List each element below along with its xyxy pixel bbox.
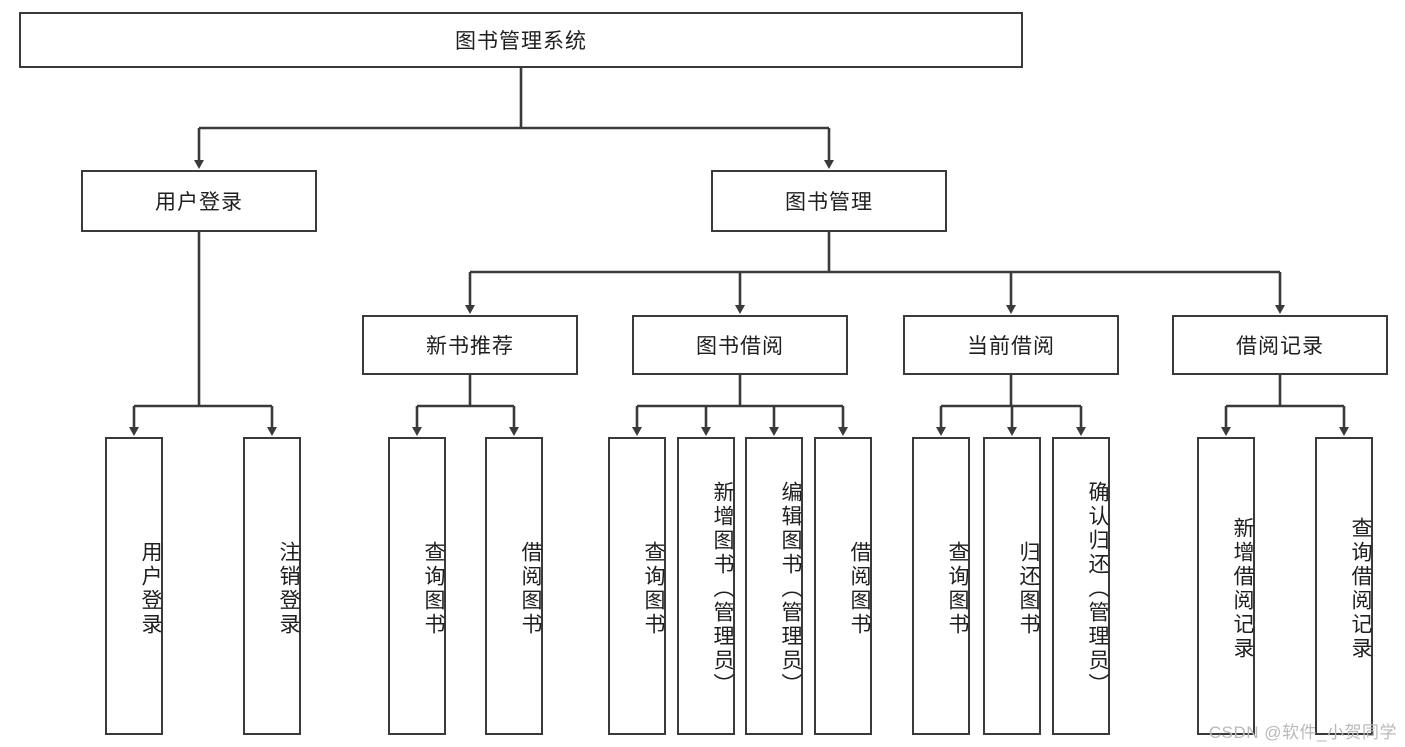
leaf-node-leaf-borrow-book-rec[interactable]: 借阅图书 (485, 437, 543, 735)
branch-node-book-borrow[interactable]: 图书借阅 (632, 315, 848, 375)
leaf-node-leaf-query-record[interactable]: 查询借阅记录 (1315, 437, 1373, 735)
node-label: 图书借阅 (696, 335, 784, 358)
node-label: 借阅图书 (848, 541, 871, 637)
node-label: 查询图书 (946, 541, 969, 637)
leaf-node-leaf-edit-book[interactable]: 编辑图书（管理员） (745, 437, 803, 735)
leaf-node-leaf-query-book-cur[interactable]: 查询图书 (912, 437, 970, 735)
leaf-node-leaf-confirm-return[interactable]: 确认归还（管理员） (1052, 437, 1110, 735)
leaf-node-leaf-add-book[interactable]: 新增图书（管理员） (677, 437, 735, 735)
leaf-node-leaf-query-book-rec[interactable]: 查询图书 (388, 437, 446, 735)
node-label: 新书推荐 (426, 335, 514, 358)
node-label: 图书管理系统 (455, 30, 587, 53)
node-label: 编辑图书（管理员） (779, 481, 802, 697)
csdn-watermark: CSDN @软件_小贺同学 (1208, 723, 1397, 742)
node-label: 图书管理 (785, 191, 873, 214)
leaf-node-leaf-add-record[interactable]: 新增借阅记录 (1197, 437, 1255, 735)
node-label: 借阅图书 (519, 541, 542, 637)
node-label: 查询图书 (642, 541, 665, 637)
leaf-node-leaf-user-login[interactable]: 用户登录 (105, 437, 163, 735)
node-label: 归还图书 (1017, 541, 1040, 637)
node-label: 查询图书 (422, 541, 445, 637)
node-label: 用户登录 (139, 541, 162, 637)
node-label: 借阅记录 (1236, 335, 1324, 358)
branch-node-book-manage[interactable]: 图书管理 (711, 170, 947, 232)
root-node-root[interactable]: 图书管理系统 (19, 12, 1023, 68)
leaf-node-leaf-borrow-book[interactable]: 借阅图书 (814, 437, 872, 735)
branch-node-user-login[interactable]: 用户登录 (81, 170, 317, 232)
node-label: 当前借阅 (967, 335, 1055, 358)
node-label: 确认归还（管理员） (1086, 481, 1109, 697)
branch-node-new-book-rec[interactable]: 新书推荐 (362, 315, 578, 375)
leaf-node-leaf-logout[interactable]: 注销登录 (243, 437, 301, 735)
leaf-node-leaf-return-book[interactable]: 归还图书 (983, 437, 1041, 735)
node-label: 查询借阅记录 (1349, 517, 1372, 661)
node-label: 新增借阅记录 (1231, 517, 1254, 661)
branch-node-borrow-record[interactable]: 借阅记录 (1172, 315, 1388, 375)
node-label: 用户登录 (155, 191, 243, 214)
leaf-node-leaf-query-book[interactable]: 查询图书 (608, 437, 666, 735)
branch-node-current-borrow[interactable]: 当前借阅 (903, 315, 1119, 375)
node-label: 注销登录 (277, 541, 300, 637)
node-label: 新增图书（管理员） (711, 481, 734, 697)
